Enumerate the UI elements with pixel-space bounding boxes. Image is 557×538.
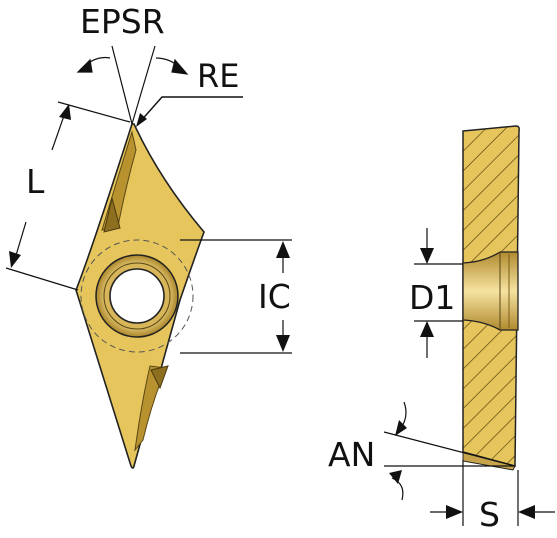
insert-side-section (462, 125, 520, 471)
epsr-label: EPSR (80, 2, 165, 41)
insert-top-view (75, 123, 205, 469)
re-label: RE (197, 57, 240, 95)
re-leader (136, 96, 243, 127)
inscribed-circle (80, 239, 194, 353)
ic-dimension (180, 239, 292, 354)
d1-dimension (414, 228, 463, 358)
bore (462, 251, 519, 331)
epsr-dimension (76, 45, 189, 125)
s-dimension (430, 460, 555, 526)
d1-label: D1 (409, 278, 456, 317)
an-dimension (383, 401, 516, 501)
ic-label: IC (258, 277, 291, 316)
center-hole (109, 268, 165, 324)
an-label: AN (328, 435, 376, 474)
l-dimension (5, 101, 131, 291)
s-label: S (479, 495, 500, 534)
l-label: L (26, 162, 45, 201)
